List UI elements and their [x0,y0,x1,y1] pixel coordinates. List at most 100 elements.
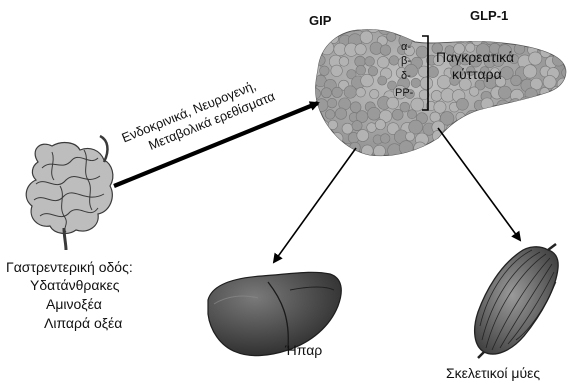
beta-cell-label: β- [401,55,411,67]
pancreas-lobule [468,120,480,132]
pancreas-lobule [344,86,356,98]
pancreas-lobule [543,75,556,88]
pancreas-lobule [550,20,561,31]
pancreas-lobule [419,22,429,32]
pancreas-lobule [361,74,374,87]
pancreas-lobule [545,98,558,111]
pancreas-lobule [497,100,509,112]
pancreas-lobule [552,45,561,54]
pancreas-lobule [438,32,448,42]
pancreas-lobule [553,122,566,135]
pancreas-lobule [365,57,375,67]
pancreas-lobule [562,133,574,145]
pancreas-lobule [456,98,468,110]
liver-label: Ήπαρ [284,342,322,358]
pancreas-lobule [331,133,343,145]
pancreas-lobule [380,134,390,144]
pancreas-lobule [335,22,345,32]
pancreas-lobule [316,120,330,134]
pancreas-lobule [525,133,536,144]
pancreas-lobule [378,76,387,85]
pancreas-lobule [389,56,398,65]
pancreas-lobule [404,25,415,36]
pancreas-lobule [375,119,385,129]
pancreas-lobule [327,98,337,108]
gi-item-carbohydrates: Υδατάνθρακες [30,277,120,293]
pancreas-lobule [490,130,503,143]
pancreas-lobule [521,120,535,134]
pancreas-lobule [320,41,334,55]
pancreas-lobule [489,110,499,120]
alpha-cell-label: α- [401,41,411,53]
delta-cell-label: δ- [401,70,411,82]
pancreas-lobule [458,121,468,131]
pancreas-lobule [332,87,342,97]
pancreas-lobule [539,23,552,36]
pancreas-lobule [350,102,361,113]
pancreas-lobule [416,46,428,58]
pancreas-lobule [461,144,472,155]
gi-item-fatty-acids: Λιπαρά οξέα [44,315,122,331]
pancreas-lobule [449,31,460,42]
pancreas-lobule [534,100,543,109]
pancreas-lobule [411,98,424,111]
pancreas-lobule [509,99,522,112]
pancreas-lobule [453,21,466,34]
pancreas-lobule [342,123,353,134]
pancreas-lobule [355,44,366,55]
gip-label: GIP [309,13,332,28]
pancreas-lobule [366,19,380,33]
pancreas-lobule [331,65,342,76]
signals-label: Ενδοκρινικά, Νευρογενή, Μεταβολικά ερεθί… [119,72,277,161]
pancreas-lobule [533,140,546,153]
pancreas-lobule [446,124,456,134]
pancreas-lobule [508,141,519,152]
glp1-label: GLP-1 [470,8,508,23]
pancreas-lobule [559,45,571,57]
pancreas-lobule [523,65,537,79]
pancreas-lobule [553,112,562,121]
pancreas-lobule [310,132,324,146]
pancreas-lobule [315,55,326,66]
pancreas-lobule [562,68,571,77]
pancreas-lobule [440,24,451,35]
pancreas-lobule [511,75,522,86]
pancreas-lobule [432,130,443,141]
pancreas-lobule [501,24,512,35]
pancreas-lobule [350,142,361,153]
pancreas-lobule [550,131,560,141]
pancreas-lobule [481,98,493,110]
pp-cell-label: PP- [395,87,414,99]
pancreas-lobule [474,21,486,33]
pancreas-lobule [325,110,335,120]
pancreas-lobule [498,86,511,99]
pancreas-lobule [559,21,571,33]
pancreas-lobule [356,88,365,97]
muscle-illustration [475,244,559,358]
pancreas-lobule [335,108,346,119]
muscle-label: Σκελετικοί μύες [446,365,540,381]
pancreas-lobule [540,47,551,58]
pancreas-lobule [407,110,416,119]
pancreas-lobule [485,119,497,131]
pancreas-lobule [469,141,482,154]
pancreas-lobule [315,37,324,46]
pancreas-lobule [525,111,537,123]
pancreas-lobule [318,133,331,146]
pancreas-lobule [566,123,579,136]
pancreas-lobule [498,120,511,133]
pancreas-lobule [352,121,362,131]
pancreas-lobule [313,141,326,154]
pancreas-lobule [556,98,567,109]
pancreas-lobule [479,110,489,120]
pancreas-lobule [519,33,531,45]
pancreas-lobule [312,114,321,123]
pancreas-lobule [380,45,391,56]
pancreas-lobule [469,87,478,96]
pancreas-lobule [555,143,568,156]
pancreas-lobule [543,32,557,46]
pancreas-lobule [568,99,579,110]
pancreas-lobule [565,145,576,156]
pancreas-lobule [559,87,570,98]
